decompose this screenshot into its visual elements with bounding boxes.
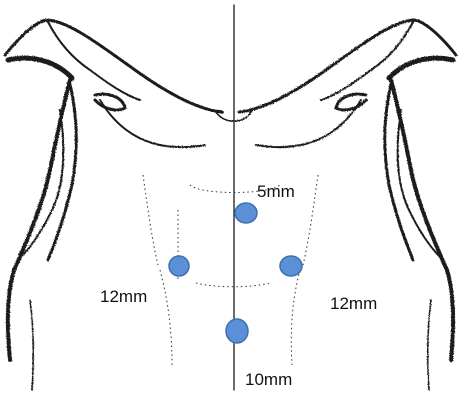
- port-right[interactable]: [280, 256, 302, 276]
- port-bottom[interactable]: [226, 319, 248, 343]
- port-left[interactable]: [169, 256, 189, 276]
- port-right-size-label: 12mm: [330, 294, 377, 314]
- port-markers: [169, 203, 302, 343]
- port-left-size-label: 12mm: [100, 287, 147, 307]
- left-shoulder-outline: [5, 20, 222, 390]
- port-bottom-size-label: 10mm: [245, 370, 292, 390]
- port-top[interactable]: [235, 203, 257, 223]
- right-shoulder-outline: [239, 20, 456, 390]
- port-top-size-label: 5mm: [257, 182, 295, 202]
